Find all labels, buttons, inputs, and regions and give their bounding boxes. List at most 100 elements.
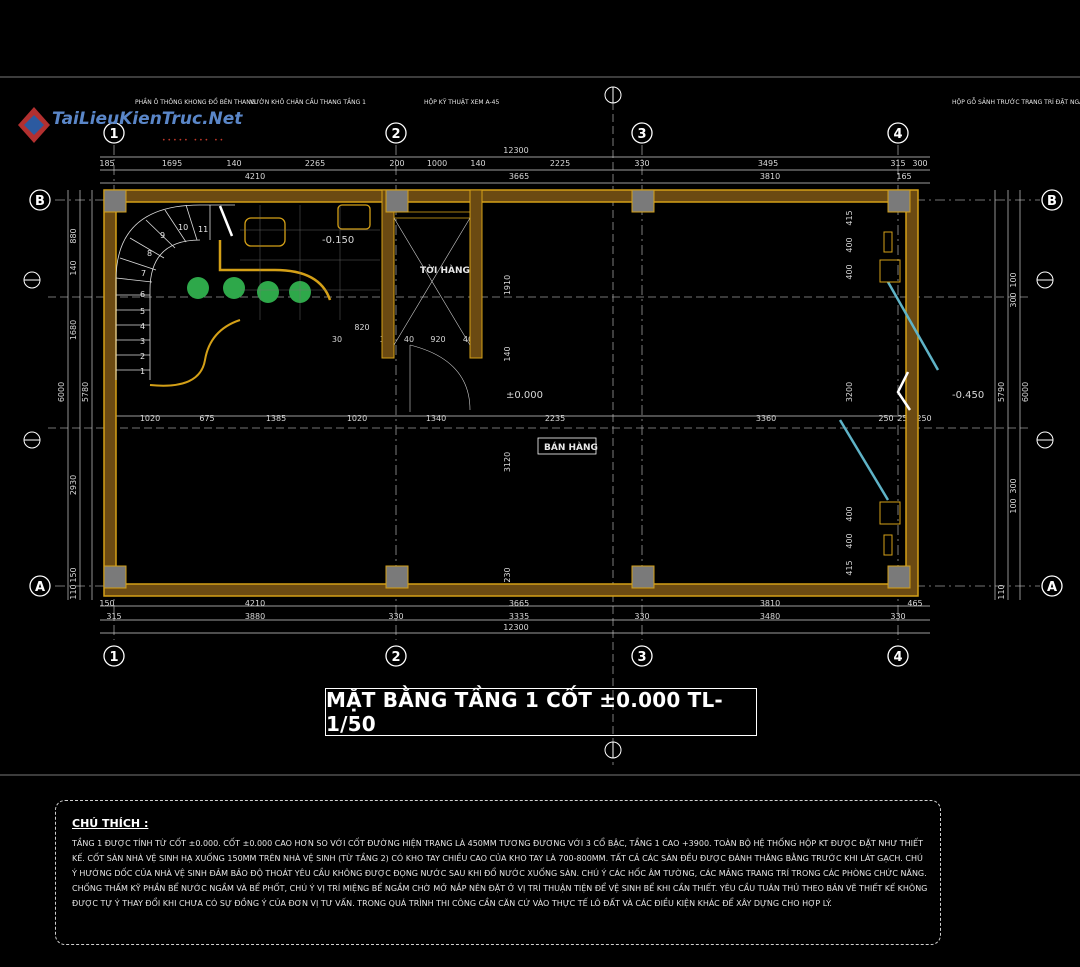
stair-step-11: 11 [198,225,208,234]
dim-left-5: 6000 [57,382,66,402]
dim-bot-5: 465 [907,599,922,608]
dim-int-5: 1340 [426,414,446,423]
stair-step-7: 7 [141,269,146,278]
dim-right-11: 300 [1009,292,1018,307]
svg-text:A: A [35,580,45,595]
dim-bot-2: 4210 [245,599,265,608]
spiral-staircase [115,204,332,387]
grid-bubble-2-bottom: 2 [385,645,407,667]
grid-bubble-3-bottom: 3 [631,645,653,667]
level-wc: -0.150 [322,235,354,246]
room-label-sales-box: BÁN HÀNG [537,437,598,455]
dim-top-1: 185 [99,159,114,168]
watermark-subtext: ••••• ••• •• [162,137,226,144]
watermark-logo: TaiLieuKienTruc.Net ••••• ••• •• [12,103,272,153]
dim-bot2-7: 330 [890,612,905,621]
level-main: ±0.000 [506,390,543,401]
drawing-title: MẶT BẰNG TẦNG 1 CỐT ±0.000 TL-1/50 [326,688,723,736]
entrance-glass-doors [838,281,940,501]
dim-top2-4: 165 [896,172,911,181]
grid-bubble-a-right: A [1041,575,1063,597]
stair-step-9: 9 [160,231,165,240]
dim-top-10: 3495 [758,159,778,168]
stair-step-3: 3 [140,337,145,346]
svg-text:1: 1 [109,127,118,142]
note-wood-lobby-box: HỘP GỖ SẢNH TRƯỚC TRANG TRÍ ĐẶT NGẦM BẢN… [952,98,1080,106]
dim-bot2-4: 3335 [509,612,529,621]
grid-bubble-3-top: 3 [631,122,653,144]
dim-top-3: 140 [226,159,241,168]
svg-text:1: 1 [109,650,118,665]
room-label-sales: BÁN HÀNG [544,441,598,453]
dim-bot-4: 3810 [760,599,780,608]
grid-bubble-b-right: B [1041,189,1063,211]
dim-top-8: 2225 [550,159,570,168]
dim-int-4: 1020 [347,414,367,423]
grid-bubble-4-bottom: 4 [887,645,909,667]
stair-step-1: 1 [140,367,145,376]
dim-total-top: 12300 [503,146,528,155]
dim-top-7: 140 [470,159,485,168]
dim-bot2-1: 315 [106,612,121,621]
dim-int-10: 250 [916,414,931,423]
notes-body: Tầng 1 được tính từ cốt ±0.000. Cốt ±0.0… [72,839,928,908]
dim-int-7: 3360 [756,414,776,423]
svg-text:2: 2 [391,650,400,665]
section-markers [23,86,1054,759]
stair-step-5: 5 [140,307,145,316]
dim-top-5: 200 [389,159,404,168]
dim-top-4: 2265 [305,159,325,168]
dim-right-14: 100 [1009,498,1018,513]
dim-top-12: 300 [912,159,927,168]
stair-step-4: 4 [140,322,145,331]
svg-text:A: A [1047,580,1057,595]
planter-plants [187,277,311,303]
grid-bubble-2-top: 2 [385,122,407,144]
dim-top2-2: 3665 [509,172,529,181]
dim-top-9: 330 [634,159,649,168]
logo-icon [18,107,50,143]
grid-bubble-4-top: 4 [887,122,909,144]
dim-right-9: 6000 [1021,382,1030,402]
svg-text:B: B [35,194,45,209]
notes-panel: CHÚ THÍCH : Tầng 1 được tính từ cốt ±0.0… [55,800,941,945]
svg-text:4: 4 [893,127,902,142]
dim-bot2-5: 330 [634,612,649,621]
svg-text:2: 2 [391,127,400,142]
dim-left-3: 1680 [69,320,78,340]
dim-bot2-3: 330 [388,612,403,621]
dim-int-9: 250 [897,414,912,423]
notes-heading: CHÚ THÍCH : [72,817,149,830]
dim-right-13: 300 [1009,478,1018,493]
dim-left-8: 110 [69,584,78,599]
dim-left-2: 140 [69,260,78,275]
note-tech-box: HỘP KỸ THUẬT XEM A-45 [424,99,499,106]
dim-right-3: 400 [845,264,854,279]
drawing-title-box: MẶT BẰNG TẦNG 1 CỐT ±0.000 TL-1/50 [325,688,757,736]
dim-bot-1: 150 [99,599,114,608]
dim-right-6: 400 [845,533,854,548]
dim-int-8: 250 [878,414,893,423]
dim-int-2: 675 [199,414,214,423]
dim-bot2-2: 3880 [245,612,265,621]
dim-right-4: 3200 [845,382,854,402]
dim-top-6: 1000 [427,159,447,168]
dim-right-2: 400 [845,237,854,252]
wc-floor-tiles [240,205,380,320]
level-entry: -0.450 [952,390,984,401]
dim-stair-6: 40 [463,335,473,344]
dim-int-6: 2235 [545,414,565,423]
note-air-shaft: PHẦN Ô THÔNG KHONG ĐỔ BÊN THANG [135,98,256,106]
entry-arrow [896,371,912,411]
grid-bubble-1-top: 1 [103,122,125,144]
note-dry-garden: VƯỜN KHÔ CHÂN CẦU THANG TẦNG 1 [250,98,366,106]
wc-fixtures [218,204,371,247]
dim-right-5: 400 [845,506,854,521]
stair-step-10: 10 [178,223,188,232]
svg-text:4: 4 [893,650,902,665]
dim-left-4: 5780 [81,382,90,402]
dim-top-11: 315 [890,159,905,168]
dim-bot2-6: 3480 [760,612,780,621]
dim-right-8: 5790 [997,382,1006,402]
